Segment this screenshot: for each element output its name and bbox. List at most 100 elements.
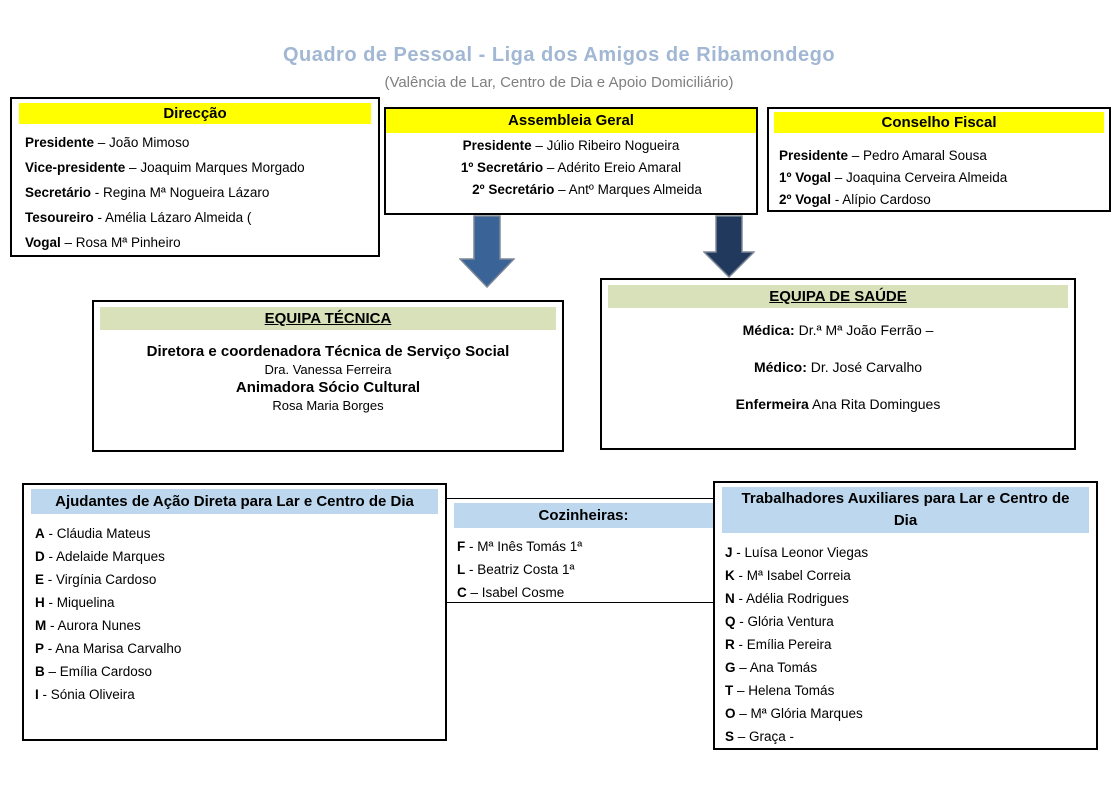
member-name: Cláudia Mateus [56, 526, 151, 541]
box-equipa-saude: EQUIPA DE SAÚDE Médica: Dr.ª Mª João Fer… [600, 278, 1076, 450]
member-row: Presidente – Pedro Amaral Sousa [779, 148, 987, 163]
member-row: K - Mª Isabel Correia [725, 568, 851, 583]
member-label: P [35, 641, 45, 656]
member-label: S [725, 729, 735, 744]
member-name: Miquelina [56, 595, 115, 610]
member-name: Amélia Lázaro Almeida ( [105, 210, 252, 225]
member-row: E - Virgínia Cardoso [35, 572, 157, 587]
member-row: R - Emília Pereira [725, 637, 832, 652]
role-title: Diretora e coordenadora Técnica de Servi… [146, 343, 510, 360]
box-cozinheiras-title: Cozinheiras: [454, 503, 713, 528]
page-title: Quadro de Pessoal - Liga dos Amigos de R… [282, 44, 836, 66]
member-name: Antº Marques Almeida [568, 182, 702, 197]
member-label: I [35, 687, 39, 702]
member-row: 2º Secretário – Antº Marques Almeida [472, 182, 702, 197]
member-name: Isabel Cosme [481, 585, 565, 600]
member-row: P - Ana Marisa Carvalho [35, 641, 182, 656]
member-row: I - Sónia Oliveira [35, 687, 135, 702]
member-label: M [35, 618, 47, 633]
box-assembleia-title: Assembleia Geral [386, 109, 756, 133]
person-name: Rosa Maria Borges [272, 398, 384, 413]
member-label: 1º Secretário [460, 160, 544, 175]
member-name: Adérito Ereio Amaral [557, 160, 682, 175]
member-row: Secretário - Regina Mª Nogueira Lázaro [25, 185, 270, 200]
member-label: Secretário [25, 185, 92, 200]
member-row: B – Emília Cardoso [35, 664, 153, 679]
member-name: Dr.ª Mª João Ferrão – [798, 322, 934, 338]
member-name: Virgínia Cardoso [56, 572, 157, 587]
box-conselho-members: Presidente – Pedro Amaral Sousa 1º Vogal … [769, 133, 1109, 211]
member-label: K [725, 568, 735, 583]
member-row: Q - Glória Ventura [725, 614, 834, 629]
box-ajudantes-title: Ajudantes de Ação Direta para Lar e Cent… [31, 489, 438, 514]
page-subtitle: (Valência de Lar, Centro de Dia e Apoio … [384, 74, 734, 91]
member-label: F [457, 539, 466, 554]
member-name: Mª Glória Marques [750, 706, 863, 721]
member-row: J - Luísa Leonor Viegas [725, 545, 869, 560]
member-row: T – Helena Tomás [725, 683, 835, 698]
member-label: Médico: [753, 359, 807, 375]
member-row: 1º Vogal – Joaquina Cerveira Almeida [779, 170, 1008, 185]
member-name: Júlio Ribeiro Nogueira [546, 138, 680, 153]
box-equipa-saude-title: EQUIPA DE SAÚDE [608, 285, 1068, 308]
member-name: Sónia Oliveira [50, 687, 135, 702]
member-row: M - Aurora Nunes [35, 618, 141, 633]
down-arrow-icon [458, 215, 516, 293]
box-trabalhadores: Trabalhadores Auxiliares para Lar e Cent… [713, 481, 1098, 750]
member-name: Ana Tomás [749, 660, 818, 675]
member-name: Emília Cardoso [59, 664, 153, 679]
box-equipa-tecnica-title: EQUIPA TÉCNICA [100, 307, 556, 330]
member-label: Vice-presidente [25, 160, 126, 175]
member-name: Pedro Amaral Sousa [863, 148, 987, 163]
member-name: Joaquim Marques Morgado [140, 160, 305, 175]
member-label: O [725, 706, 736, 721]
member-row: N - Adélia Rodrigues [725, 591, 849, 606]
member-row: O – Mª Glória Marques [725, 706, 863, 721]
member-row: Presidente – João Mimoso [25, 135, 190, 150]
member-label: T [725, 683, 734, 698]
member-name: Graça - [749, 729, 795, 744]
member-label: Presidente [779, 148, 849, 163]
member-row: Vice-presidente – Joaquim Marques Morgad… [25, 160, 305, 175]
member-label: B [35, 664, 45, 679]
member-row: L - Beatriz Costa 1ª [457, 562, 575, 577]
member-name: Mª Inês Tomás 1ª [477, 539, 583, 554]
member-label: C [457, 585, 467, 600]
member-name: Mª Isabel Correia [746, 568, 851, 583]
box-equipa-tecnica-roles: Diretora e coordenadora Técnica de Servi… [94, 330, 562, 414]
member-row: Vogal – Rosa Mª Pinheiro [25, 235, 181, 250]
member-label: A [35, 526, 45, 541]
box-trabalhadores-members: J - Luísa Leonor Viegas K - Mª Isabel Cor… [715, 533, 1096, 748]
box-equipa-saude-members: Médica: Dr.ª Mª João Ferrão –Médico: Dr.… [602, 308, 1074, 414]
member-name: Glória Ventura [747, 614, 834, 629]
box-conselho-fiscal: Conselho Fiscal Presidente – Pedro Amara… [767, 107, 1111, 212]
member-row: S – Graça - [725, 729, 795, 744]
member-name: Adelaide Marques [56, 549, 165, 564]
member-label: G [725, 660, 736, 675]
member-name: Regina Mª Nogueira Lázaro [103, 185, 270, 200]
box-ajudantes: Ajudantes de Ação Direta para Lar e Cent… [22, 483, 447, 741]
member-row: Tesoureiro - Amélia Lázaro Almeida ( [25, 210, 252, 225]
member-label: 2º Secretário [472, 182, 555, 197]
member-name: Alípio Cardoso [842, 192, 931, 207]
member-label: N [725, 591, 735, 606]
member-label: Presidente [25, 135, 95, 150]
member-name: Aurora Nunes [57, 618, 141, 633]
member-name: Beatriz Costa 1ª [477, 562, 575, 577]
member-label: D [35, 549, 45, 564]
member-name: Emília Pereira [746, 637, 832, 652]
member-label: Médica: [742, 322, 795, 338]
person-name: Dra. Vanessa Ferreira [264, 362, 392, 377]
member-label: 2º Vogal [779, 192, 831, 207]
role-title: Animadora Sócio Cultural [235, 379, 421, 396]
down-arrow-icon [702, 215, 756, 283]
member-row: G – Ana Tomás [725, 660, 818, 675]
member-label: 1º Vogal [779, 170, 831, 185]
member-name: Ana Marisa Carvalho [55, 641, 182, 656]
box-conselho-title: Conselho Fiscal [774, 112, 1104, 133]
member-row: 2º Vogal - Alípio Cardoso [779, 192, 931, 207]
member-label: L [457, 562, 466, 577]
